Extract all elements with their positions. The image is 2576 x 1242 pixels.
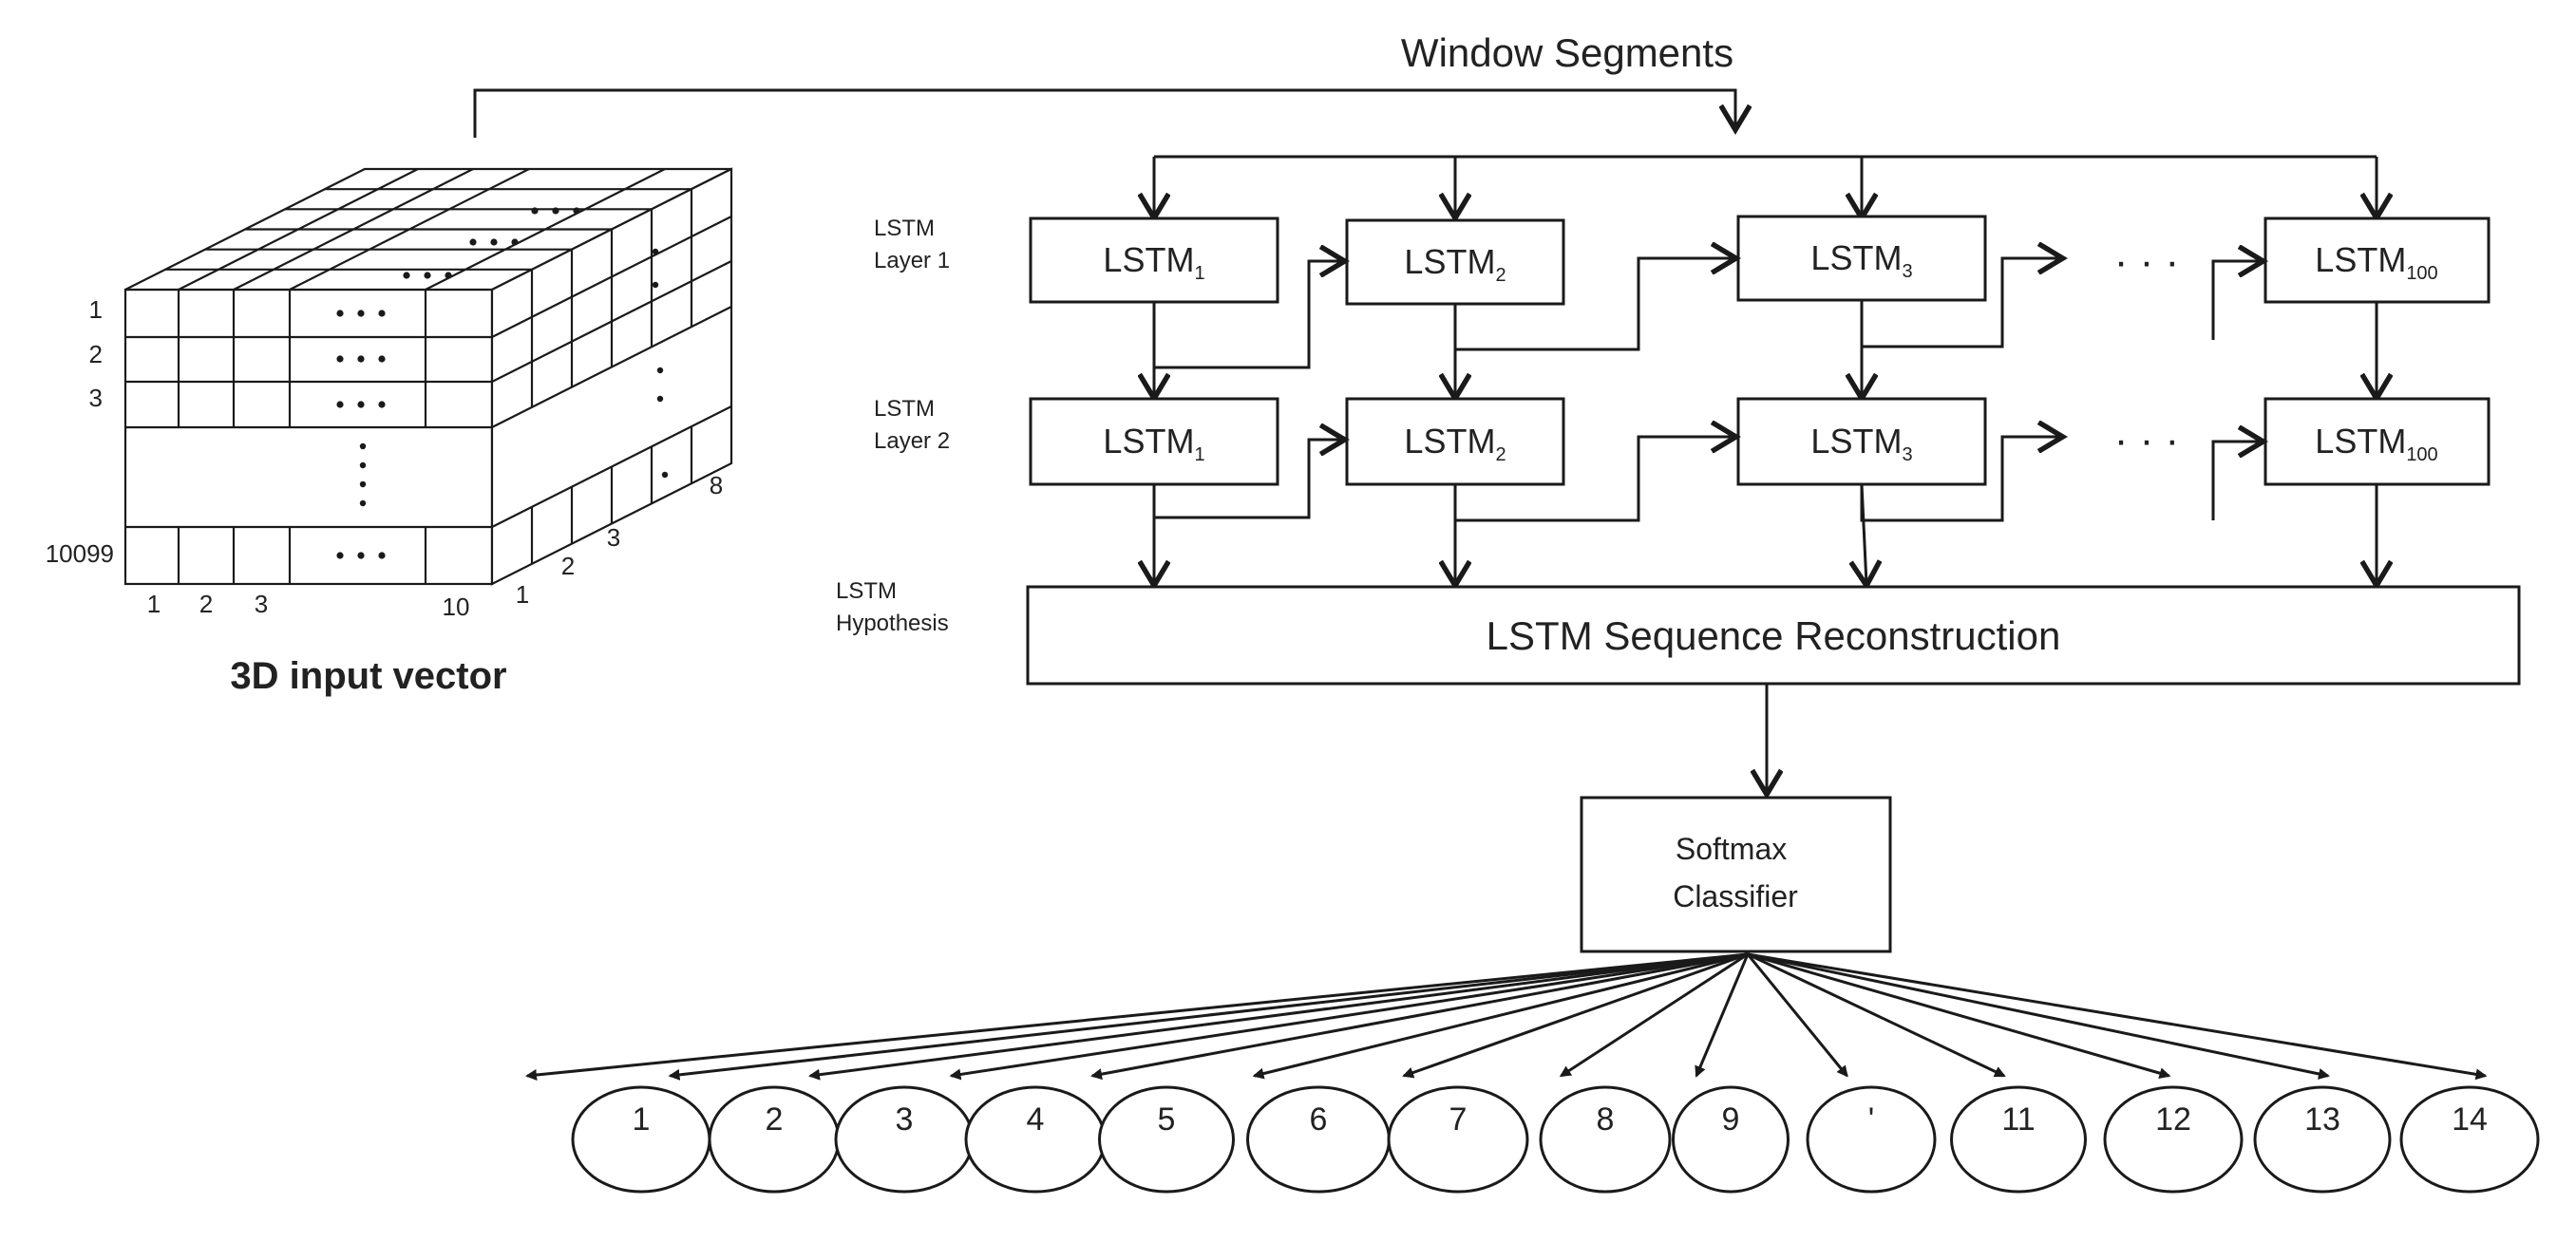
svg-text:LSTM1: LSTM1 [1103, 422, 1204, 465]
layer2-ellipsis: · · · [2114, 417, 2179, 463]
depth-label-8: 8 [710, 471, 723, 499]
lstm-layer-2: LSTM1 LSTM2 LSTM3 LSTM100 [1029, 397, 2491, 486]
class-arrow-8 [1559, 952, 1749, 1078]
layer1-label: LSTM Layer 1 [874, 216, 950, 273]
class-arrow-7 [1402, 952, 1749, 1079]
sequence-reconstruction-block: LSTM Sequence Reconstruction [1026, 585, 2521, 686]
class-label-7: 7 [1449, 1101, 1468, 1138]
softmax-classifier-block: Softmax Classifier [1580, 796, 1892, 953]
window-segments-title: Window Segments [1401, 30, 1733, 75]
class-node-8: 8 [1539, 1085, 1672, 1194]
lstm-cell-l1-100: LSTM100 [2263, 216, 2491, 304]
class-label-6: 6 [1310, 1101, 1328, 1138]
column-label-3: 3 [255, 590, 268, 618]
class-node-6: 6 [1246, 1085, 1391, 1194]
class-arrow-9 [1695, 953, 1750, 1078]
lstm-cell-l2-2: LSTM2 [1345, 397, 1565, 486]
class-node-11: 11 [1950, 1085, 2087, 1194]
class-label-10: ' [1868, 1101, 1875, 1138]
class-arrow-1 [525, 952, 1749, 1081]
lstm-cell-l2-3: LSTM3 [1736, 397, 1987, 486]
layer2-label: LSTM Layer 2 [874, 396, 950, 454]
column-label-1: 1 [147, 590, 161, 618]
class-arrow-12 [1747, 952, 2171, 1079]
window-segments-connector [473, 88, 2377, 159]
lstm-cell-l2-1: LSTM1 [1029, 397, 1279, 486]
cube-column-labels: 1 2 3 10 [147, 590, 470, 621]
row-label-10099: 10099 [46, 539, 114, 568]
lstm-layer-1: LSTM1 LSTM2 LSTM3 LSTM100 [1029, 215, 2491, 306]
class-label-1: 1 [633, 1101, 651, 1138]
class-node-3: 3 [834, 1085, 975, 1194]
class-arrow-10 [1746, 953, 1848, 1078]
depth-label-2: 2 [561, 552, 575, 580]
input-cube [123, 167, 733, 586]
depth-label-3: 3 [607, 523, 620, 552]
svg-text:LSTM3: LSTM3 [1810, 238, 1912, 282]
class-node-9: 9 [1672, 1085, 1790, 1194]
class-label-5: 5 [1158, 1101, 1176, 1138]
class-node-1: 1 [571, 1085, 711, 1194]
cube-caption: 3D input vector [230, 655, 506, 697]
lstm-cell-l2-100: LSTM100 [2263, 397, 2491, 486]
class-label-13: 13 [2304, 1101, 2340, 1138]
svg-text:LSTM3: LSTM3 [1810, 422, 1912, 465]
class-arrow-4 [949, 952, 1749, 1081]
class-node-14: 14 [2399, 1085, 2540, 1194]
class-arrow-5 [1090, 952, 1749, 1081]
row-label-1: 1 [89, 295, 103, 324]
lstm-cell-l1-2: LSTM2 [1345, 218, 1565, 306]
column-label-10: 10 [443, 593, 470, 621]
hypothesis-label: LSTM Hypothesis [836, 578, 949, 636]
svg-text:LSTM100: LSTM100 [2315, 240, 2437, 284]
lstm-cell-l1-1: LSTM1 [1029, 216, 1279, 304]
layer1-to-layer2-arrows [1154, 300, 2377, 397]
depth-label-1: 1 [516, 580, 529, 609]
class-label-12: 12 [2155, 1101, 2191, 1138]
class-node-13: 13 [2253, 1085, 2392, 1194]
column-label-2: 2 [199, 590, 213, 618]
class-arrow-6 [1252, 952, 1749, 1080]
class-arrow-11 [1747, 952, 2006, 1078]
class-node-10: ' [1806, 1085, 1937, 1194]
class-label-3: 3 [896, 1101, 914, 1138]
cube-row-labels: 1 2 3 10099 [46, 295, 114, 568]
layer2-to-reconstruction-arrows [1154, 483, 2377, 584]
lstm-cell-l1-3: LSTM3 [1736, 215, 1987, 302]
class-node-2: 2 [708, 1085, 841, 1194]
class-label-8: 8 [1597, 1101, 1615, 1138]
class-node-5: 5 [1098, 1085, 1235, 1194]
class-label-9: 9 [1722, 1101, 1740, 1138]
classifier-output-arrows [525, 952, 2488, 1081]
svg-text:LSTM2: LSTM2 [1404, 422, 1506, 465]
class-node-7: 7 [1387, 1085, 1529, 1194]
class-arrow-13 [1747, 952, 2330, 1080]
class-label-11: 11 [2001, 1101, 2035, 1138]
class-arrow-2 [668, 952, 1749, 1081]
row-label-2: 2 [89, 340, 103, 368]
class-node-12: 12 [2103, 1085, 2244, 1194]
layer1-ellipsis: · · · [2114, 238, 2179, 285]
reconstruction-label: LSTM Sequence Reconstruction [1487, 613, 2061, 658]
class-arrow-3 [808, 952, 1749, 1081]
svg-text:LSTM2: LSTM2 [1404, 242, 1506, 286]
svg-text:LSTM100: LSTM100 [2315, 422, 2437, 465]
class-label-2: 2 [766, 1101, 784, 1138]
class-arrow-14 [1747, 952, 2488, 1081]
svg-text:LSTM1: LSTM1 [1103, 240, 1204, 284]
class-label-14: 14 [2452, 1101, 2488, 1138]
softmax-label: Softmax Classifier [1673, 832, 1798, 913]
segment-feed-arrows [1154, 157, 2377, 216]
layer2-recurrent-connections: · · · [1154, 417, 2262, 522]
row-label-3: 3 [89, 384, 103, 412]
class-label-4: 4 [1027, 1101, 1045, 1138]
cube-depth-labels: 1 2 3 8 [516, 471, 723, 609]
layer1-recurrent-connections: · · · [1152, 238, 2262, 370]
class-node-4: 4 [964, 1085, 1107, 1194]
